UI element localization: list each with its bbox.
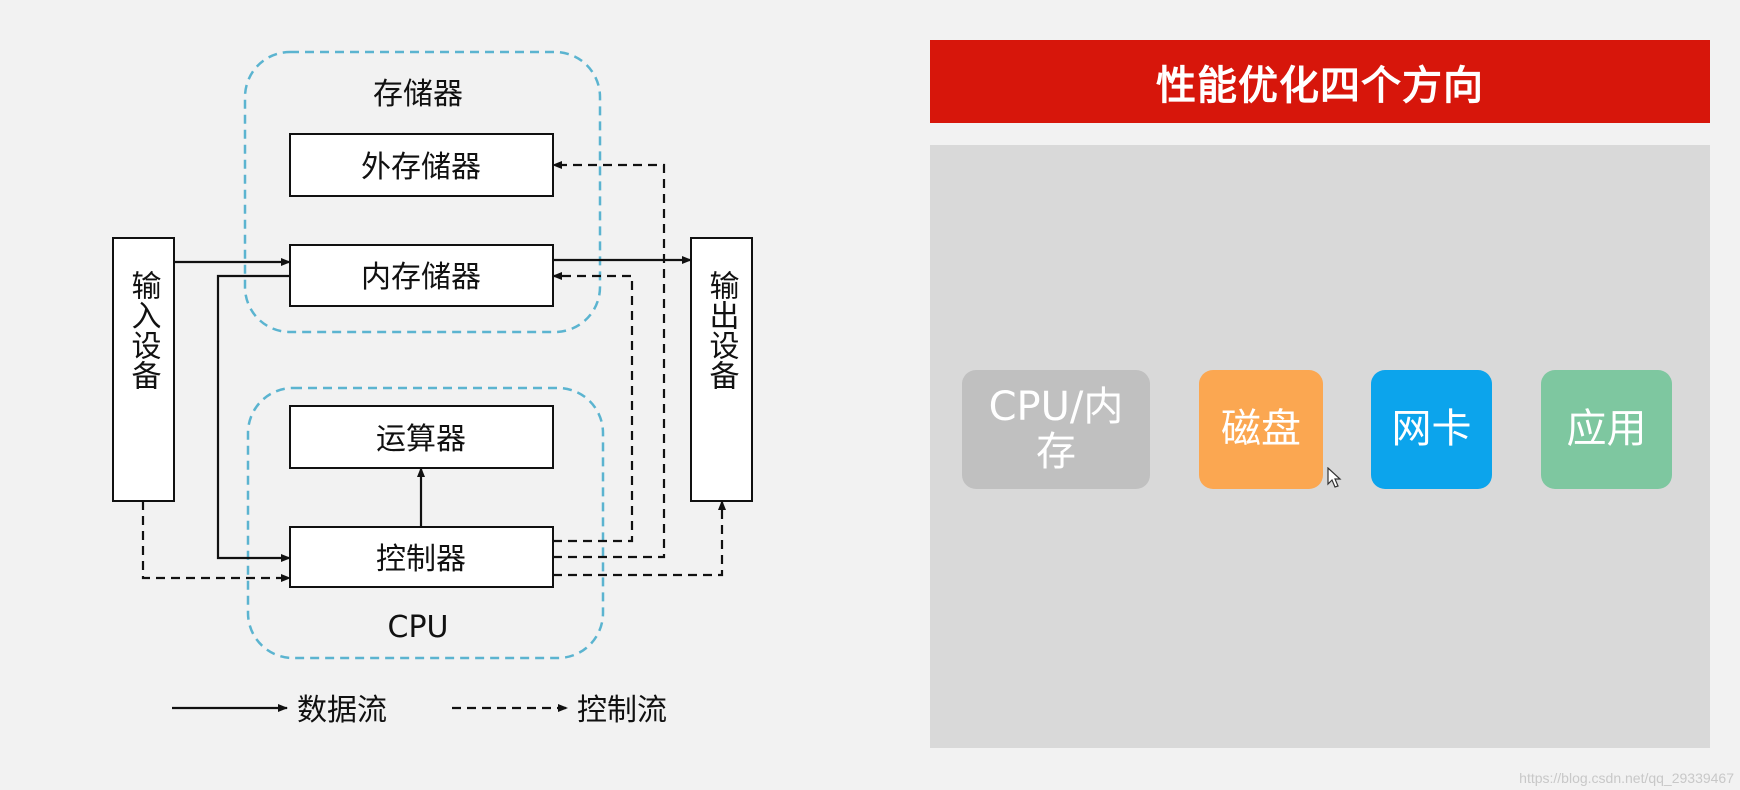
control-flow-input-to-controller bbox=[141, 501, 291, 582]
internal-memory-box bbox=[289, 244, 554, 307]
tile-network-card[interactable]: 网卡 bbox=[1371, 370, 1492, 489]
tile-application[interactable]: 应用 bbox=[1541, 370, 1672, 489]
input-device-label: 输入设备 bbox=[126, 270, 162, 390]
control-flow-controller-to-external bbox=[552, 161, 666, 559]
mouse-cursor-icon bbox=[1327, 467, 1342, 488]
tile-disk-label: 磁盘 bbox=[1221, 406, 1301, 453]
watermark: https://blog.csdn.net/qq_29339467 bbox=[1519, 770, 1734, 786]
external-storage-label: 外存储器 bbox=[361, 150, 481, 185]
storage-group-label: 存储器 bbox=[373, 77, 463, 112]
cpu-group-label: CPU bbox=[388, 610, 449, 645]
output-device-label: 输出设备 bbox=[704, 270, 740, 390]
alu-label: 运算器 bbox=[376, 422, 466, 457]
tile-network-card-label: 网卡 bbox=[1391, 406, 1472, 453]
slide-title: 性能优化四个方向 bbox=[1156, 62, 1484, 109]
tile-cpu-memory-label: CPU/内存 bbox=[988, 383, 1124, 475]
cpu-group-outline bbox=[246, 386, 605, 660]
control-flow-controller-to-memory bbox=[552, 272, 634, 543]
controller-label: 控制器 bbox=[376, 542, 466, 577]
von-neumann-diagram: 存储器 CPU 外存储器 内存储器 运算器 控制器 输入设备 输出设备 数据流 … bbox=[112, 50, 753, 728]
storage-group-outline bbox=[243, 50, 602, 334]
tile-application-label: 应用 bbox=[1566, 406, 1647, 453]
control-flow-controller-to-output bbox=[553, 500, 726, 577]
output-device-box bbox=[690, 237, 753, 502]
data-flow-memory-to-controller bbox=[216, 274, 291, 562]
legend-data-flow-label: 数据流 bbox=[297, 693, 387, 728]
tile-cpu-memory[interactable]: CPU/内存 bbox=[962, 370, 1150, 489]
external-storage-box bbox=[289, 133, 554, 197]
tile-disk[interactable]: 磁盘 bbox=[1199, 370, 1323, 489]
legend-control-flow-label: 控制流 bbox=[577, 693, 667, 728]
slide-title-banner: 性能优化四个方向 bbox=[930, 40, 1710, 123]
alu-box bbox=[289, 405, 554, 469]
internal-memory-label: 内存储器 bbox=[361, 260, 481, 295]
